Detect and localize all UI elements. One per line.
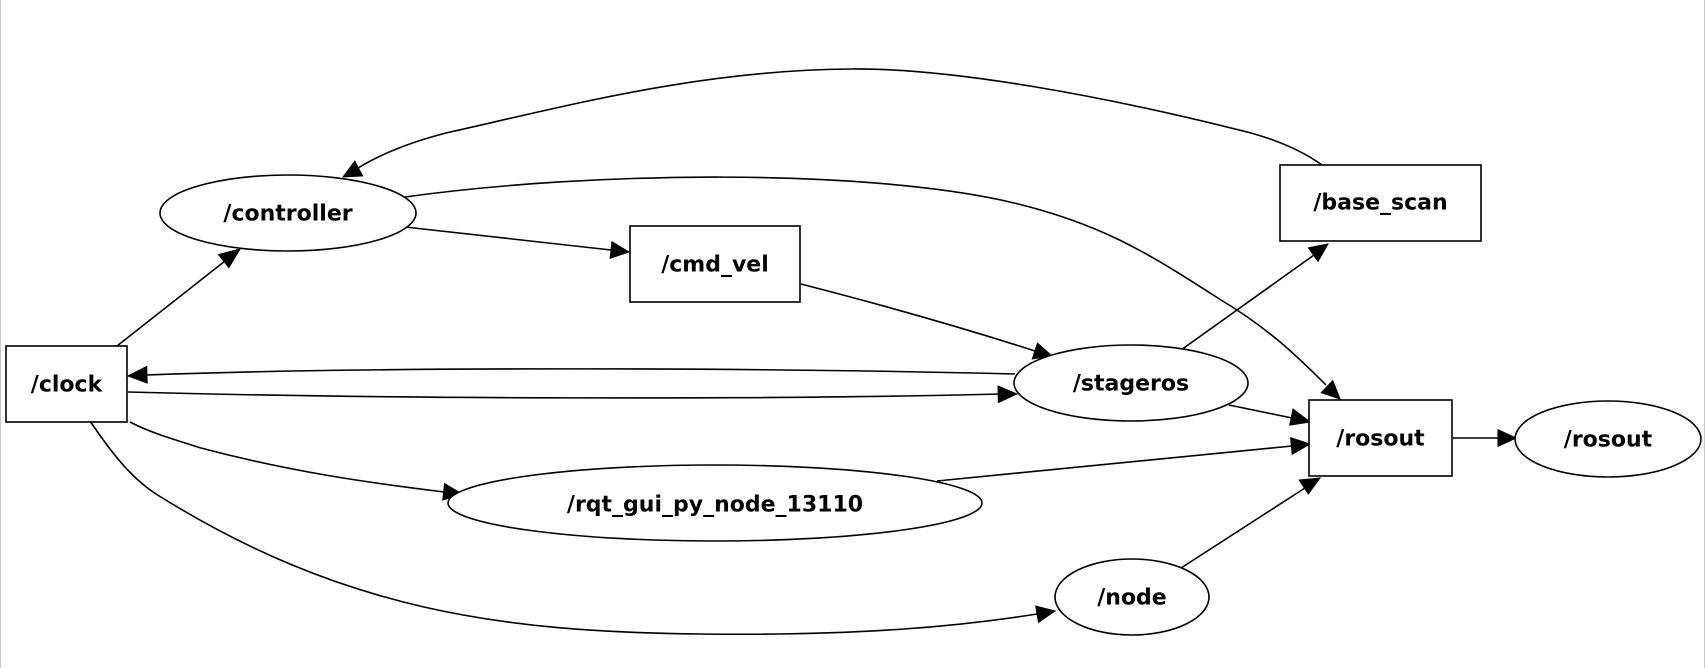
node-node-ellipse <box>1054 558 1210 636</box>
edge-stageros-to-clock <box>126 365 1016 384</box>
node-clock[interactable]: /clock <box>5 345 128 423</box>
edge-base-scan-to-controller <box>341 68 1323 178</box>
node-clock-label: /clock <box>31 373 104 398</box>
node-stageros-label: /stageros <box>1073 372 1189 397</box>
edge-rosout-topic-to-rosout-node <box>1453 428 1518 448</box>
node-rqt-gui[interactable]: /rqt_gui_py_node_13110 <box>447 464 983 542</box>
node-node-label: /node <box>1097 586 1166 611</box>
edge-rqt-gui-to-rosout <box>936 436 1312 482</box>
edge-node-to-rosout <box>1180 477 1322 569</box>
edge-controller-to-rosout <box>404 176 1341 400</box>
node-base-scan-label: /base_scan <box>1313 191 1447 216</box>
edge-clock-to-controller <box>116 248 242 347</box>
node-stageros-ellipse <box>1013 344 1249 422</box>
node-cmd-vel-label: /cmd_vel <box>661 253 769 278</box>
node-cmd-vel-box <box>629 225 801 303</box>
node-cmd-vel[interactable]: /cmd_vel <box>629 225 801 303</box>
edge-controller-to-cmd-vel <box>404 226 631 260</box>
edge-stageros-to-rosout <box>1228 404 1312 426</box>
node-stageros[interactable]: /stageros <box>1013 344 1249 422</box>
node-rosout-topic[interactable]: /rosout <box>1308 399 1453 477</box>
edge-clock-to-rqt-gui <box>129 421 464 501</box>
node-controller-ellipse <box>159 174 417 252</box>
node-rqt-gui-ellipse <box>447 464 983 542</box>
node-controller[interactable]: /controller <box>159 174 417 252</box>
node-rosout-node[interactable]: /rosout <box>1514 400 1702 478</box>
node-rosout-node-label: /rosout <box>1564 428 1653 453</box>
node-base-scan[interactable]: /base_scan <box>1279 164 1482 242</box>
node-clock-box <box>5 345 128 423</box>
node-rosout-topic-label: /rosout <box>1336 427 1425 452</box>
edge-clock-to-node <box>89 420 1057 636</box>
node-rosout-topic-box <box>1308 399 1453 477</box>
node-node[interactable]: /node <box>1054 558 1210 636</box>
node-rqt-gui-label: /rqt_gui_py_node_13110 <box>567 493 863 518</box>
edge-cmd-vel-to-stageros <box>800 283 1054 360</box>
node-base-scan-box <box>1279 164 1482 242</box>
node-rosout-node-ellipse <box>1514 400 1702 478</box>
node-controller-label: /controller <box>223 202 352 227</box>
edge-clock-to-stageros <box>127 385 1019 404</box>
edge-stageros-to-base-scan <box>1180 243 1329 351</box>
